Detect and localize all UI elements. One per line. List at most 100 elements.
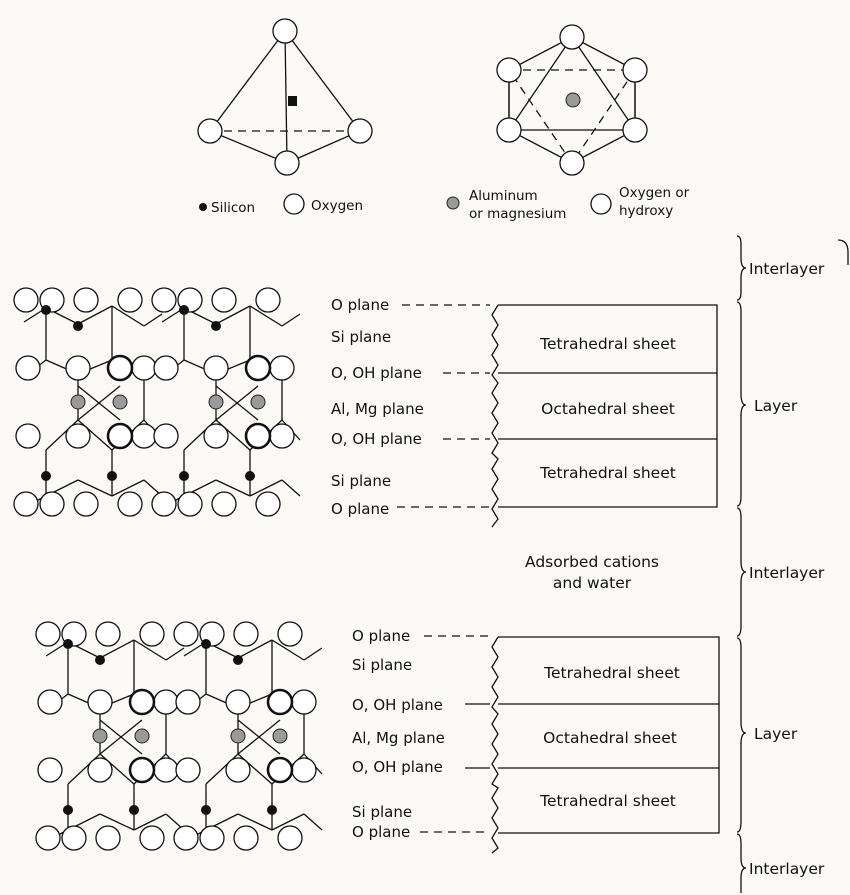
oxygen-atom bbox=[291, 757, 317, 783]
octahedron-unit bbox=[496, 24, 648, 176]
bond-line bbox=[249, 479, 283, 497]
interlayer-label: Interlayer bbox=[749, 260, 825, 278]
oxygen-atom bbox=[15, 423, 41, 449]
bond-line bbox=[303, 813, 323, 831]
silicon-atom bbox=[267, 805, 277, 815]
oxygen-atom bbox=[151, 287, 177, 313]
silicon-atom bbox=[41, 471, 51, 481]
plane-label: Al, Mg plane bbox=[352, 729, 445, 747]
oxygen-atom bbox=[177, 491, 203, 517]
bond-line bbox=[99, 719, 143, 755]
oxygen-atom bbox=[225, 757, 251, 783]
oxygen-atom bbox=[73, 491, 99, 517]
bond-line bbox=[303, 647, 323, 661]
oxygen-atom bbox=[37, 757, 63, 783]
oxygen-atom bbox=[255, 287, 281, 313]
aluminum-atom bbox=[112, 394, 128, 410]
oxygen-atom bbox=[139, 621, 165, 647]
bond-line bbox=[99, 813, 135, 831]
oxygen-atom bbox=[95, 621, 121, 647]
adsorbed-label-line-2: and water bbox=[553, 574, 632, 592]
oxygen-atom bbox=[175, 757, 201, 783]
oxygen-atom bbox=[87, 757, 113, 783]
bond-line bbox=[111, 305, 145, 327]
bond-line bbox=[237, 639, 273, 659]
aluminum-atom bbox=[134, 728, 150, 744]
legend-oxyhyd-label-1: Oxygen or bbox=[619, 185, 690, 201]
oxygen-atom bbox=[73, 287, 99, 313]
silicon-atom bbox=[201, 805, 211, 815]
bond-line bbox=[271, 813, 305, 831]
silicon-atom bbox=[107, 471, 117, 481]
oxygen-hydroxy-atom bbox=[496, 57, 522, 83]
plane-label: O, OH plane bbox=[331, 364, 422, 382]
plane-label: O, OH plane bbox=[352, 696, 443, 714]
oxygen-atom bbox=[131, 423, 157, 449]
bond-line bbox=[249, 305, 283, 327]
oxygen-atom bbox=[255, 491, 281, 517]
aluminum-atom bbox=[208, 394, 224, 410]
silicon-atom bbox=[63, 805, 73, 815]
plane-label: Si plane bbox=[331, 328, 391, 346]
oxygen-hydroxy-atom bbox=[559, 150, 585, 176]
oxygen-atom bbox=[274, 150, 300, 176]
silicon-atom bbox=[41, 305, 51, 315]
oxygen-atom bbox=[106, 354, 134, 382]
aluminum-atom bbox=[70, 394, 86, 410]
silicon-atom bbox=[201, 639, 211, 649]
oxygen-atom bbox=[65, 355, 91, 381]
layer-label: Layer bbox=[754, 725, 798, 743]
oxygen-atom bbox=[173, 621, 199, 647]
silicon-atom bbox=[73, 321, 83, 331]
oxygen-atom bbox=[35, 825, 61, 851]
silicon-atom bbox=[129, 805, 139, 815]
bond-line bbox=[143, 313, 163, 327]
sheet-stack-layer-1: Tetrahedral sheet Octahedral sheet Tetra… bbox=[491, 304, 718, 528]
oxygen-atom bbox=[95, 825, 121, 851]
plane-label: O plane bbox=[352, 627, 410, 645]
bond-line bbox=[165, 647, 185, 661]
oxygen-atom bbox=[153, 423, 179, 449]
lattice-layer-2 bbox=[35, 621, 323, 851]
oxygen-atom bbox=[199, 825, 225, 851]
bond-line bbox=[215, 305, 251, 325]
oxygen-atom bbox=[13, 287, 39, 313]
oxygen-atom bbox=[197, 118, 223, 144]
bond-line bbox=[133, 639, 167, 661]
plane-labels-layer-1: O plane Si plane O, OH plane Al, Mg plan… bbox=[331, 296, 490, 518]
legend-oxyhyd-label-2: hydroxy bbox=[619, 203, 673, 219]
interlayer-label: Interlayer bbox=[749, 564, 825, 582]
bond-line bbox=[237, 719, 281, 755]
oxygen-atom bbox=[153, 355, 179, 381]
oxygen-hydroxy-legend-icon bbox=[590, 193, 612, 215]
silicon-atom bbox=[179, 471, 189, 481]
silicon-atom bbox=[63, 639, 73, 649]
bond-line bbox=[133, 813, 167, 831]
oxygen-atom bbox=[203, 355, 229, 381]
oxygen-atom bbox=[277, 621, 303, 647]
oxygen-atom bbox=[153, 689, 179, 715]
aluminum-atom bbox=[272, 728, 288, 744]
oxygen-atom bbox=[35, 621, 61, 647]
bond-line bbox=[215, 479, 251, 497]
silicon-legend-icon bbox=[199, 203, 207, 211]
plane-label: O, OH plane bbox=[331, 430, 422, 448]
plane-label: O plane bbox=[331, 296, 389, 314]
oxygen-atom bbox=[347, 118, 373, 144]
plane-label: O plane bbox=[331, 500, 389, 518]
oxygen-atom bbox=[37, 689, 63, 715]
legend-silicon-label: Silicon bbox=[211, 200, 255, 216]
interlayer-label: Interlayer bbox=[749, 860, 825, 878]
legend: Silicon Oxygen Aluminum or magnesium Oxy… bbox=[199, 185, 690, 222]
bond-line bbox=[281, 313, 301, 327]
legend-aluminum-label-2: or magnesium bbox=[469, 206, 566, 222]
sheet-label: Tetrahedral sheet bbox=[539, 335, 676, 353]
aluminum-atom bbox=[230, 728, 246, 744]
oxygen-atom bbox=[151, 491, 177, 517]
oxygen-atom bbox=[269, 355, 295, 381]
sheet-label: Tetrahedral sheet bbox=[543, 664, 680, 682]
plane-label: Si plane bbox=[352, 656, 412, 674]
side-braces: Interlayer Layer Interlayer Layer Interl… bbox=[736, 235, 849, 893]
oxygen-atom bbox=[291, 689, 317, 715]
